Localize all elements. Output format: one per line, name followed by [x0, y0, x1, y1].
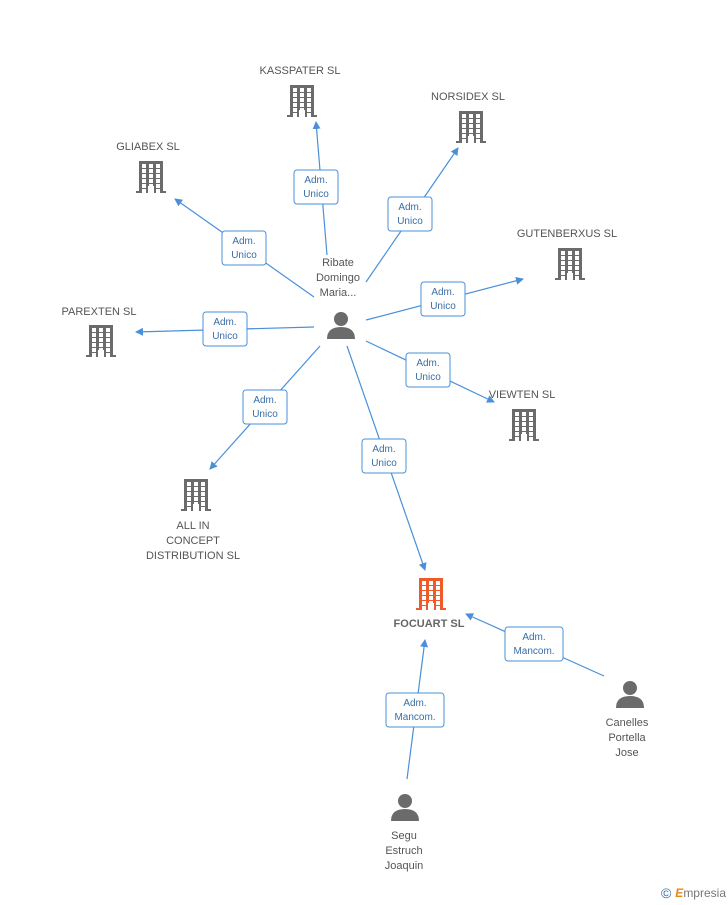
edge-label-ribate-viewten[interactable]: Adm. Unico: [405, 352, 451, 388]
edge-label-text: Adm.: [431, 287, 454, 298]
edge-label-text: Adm.: [522, 632, 545, 643]
edge-label-ribate-kasspater[interactable]: Adm. Unico: [293, 169, 339, 205]
person-icon-canelles[interactable]: [616, 681, 644, 708]
node-label-norsidex: NORSIDEX SL: [431, 91, 505, 103]
edge-label-box: [361, 438, 407, 474]
edge-label-box: [242, 389, 288, 425]
node-label-focuart: FOCUART SL: [394, 618, 465, 630]
edge-label-text: Unico: [231, 250, 257, 261]
edge-label-text: Unico: [303, 189, 329, 200]
building-icon-viewten[interactable]: [509, 409, 539, 441]
edge-label-text: Unico: [371, 458, 397, 469]
node-label-parexten: PAREXTEN SL: [62, 306, 137, 318]
edge-label-box: [293, 169, 339, 205]
edge-label-text: Adm.: [403, 698, 426, 709]
brand-logo: Empresia: [675, 886, 726, 900]
edge-label-text: Unico: [212, 331, 238, 342]
node-label-ribate: Domingo: [316, 272, 360, 284]
building-icon-kasspater[interactable]: [287, 85, 317, 117]
edge-label-box: [405, 352, 451, 388]
edge-label-box: [202, 311, 248, 347]
edge-labels-layer: Adm.UnicoAdm.UnicoAdm.UnicoAdm.UnicoAdm.…: [202, 169, 564, 728]
edge-label-ribate-gutenberxus[interactable]: Adm. Unico: [420, 281, 466, 317]
edge-label-box: [387, 196, 433, 232]
edge-label-text: Adm.: [213, 317, 236, 328]
edge-label-ribate-norsidex[interactable]: Adm. Unico: [387, 196, 433, 232]
building-icon-focuart[interactable]: [416, 578, 446, 610]
edge-label-box: [504, 626, 564, 662]
person-icon-segu[interactable]: [391, 794, 419, 821]
edge-label-canelles-focuart[interactable]: Adm. Mancom.: [504, 626, 564, 662]
node-label-gutenberxus: GUTENBERXUS SL: [517, 228, 617, 240]
person-icon-ribate[interactable]: [327, 312, 355, 339]
node-label-ribate: Ribate: [322, 257, 354, 269]
node-label-allin: DISTRIBUTION SL: [146, 550, 240, 562]
building-icon-parexten[interactable]: [86, 325, 116, 357]
building-icon-norsidex[interactable]: [456, 111, 486, 143]
node-label-gliabex: GLIABEX SL: [116, 141, 180, 153]
edge-label-box: [385, 692, 445, 728]
node-label-segu: Segu: [391, 830, 417, 842]
nodes-layer: KASSPATER SL NORSIDEX SL GLIABEX SL GUTENBE…: [62, 65, 649, 872]
node-label-segu: Joaquin: [385, 860, 424, 872]
footer-brand: © Empresia: [661, 885, 726, 901]
node-label-allin: ALL IN: [176, 520, 209, 532]
edge-label-ribate-focuart[interactable]: Adm. Unico: [361, 438, 407, 474]
edge-label-ribate-parexten[interactable]: Adm. Unico: [202, 311, 248, 347]
node-label-viewten: VIEWTEN SL: [489, 389, 556, 401]
edge-label-box: [420, 281, 466, 317]
edge-label-text: Mancom.: [394, 712, 435, 723]
edge-label-text: Adm.: [416, 358, 439, 369]
building-icon-gutenberxus[interactable]: [555, 248, 585, 280]
copyright-icon: ©: [660, 885, 672, 901]
edge-label-text: Adm.: [232, 236, 255, 247]
node-label-kasspater: KASSPATER SL: [260, 65, 341, 77]
edge-label-text: Adm.: [304, 175, 327, 186]
edge-label-text: Unico: [397, 216, 423, 227]
edge-label-box: [221, 230, 267, 266]
node-label-allin: CONCEPT: [166, 535, 220, 547]
edge-label-text: Adm.: [372, 444, 395, 455]
edge-label-text: Unico: [430, 301, 456, 312]
edge-label-text: Unico: [415, 372, 441, 383]
node-label-canelles: Jose: [615, 747, 638, 759]
edge-label-text: Unico: [252, 409, 278, 420]
building-icon-gliabex[interactable]: [136, 161, 166, 193]
edge-label-text: Mancom.: [513, 646, 554, 657]
edge-label-ribate-allin[interactable]: Adm. Unico: [242, 389, 288, 425]
building-icon-allin[interactable]: [181, 479, 211, 511]
edge-label-text: Adm.: [398, 202, 421, 213]
edge-label-segu-focuart[interactable]: Adm. Mancom.: [385, 692, 445, 728]
node-label-canelles: Portella: [608, 732, 646, 744]
node-label-segu: Estruch: [385, 845, 422, 857]
node-label-ribate: Maria...: [320, 287, 357, 299]
edge-label-text: Adm.: [253, 395, 276, 406]
node-label-canelles: Canelles: [606, 717, 649, 729]
edge-label-ribate-gliabex[interactable]: Adm. Unico: [221, 230, 267, 266]
